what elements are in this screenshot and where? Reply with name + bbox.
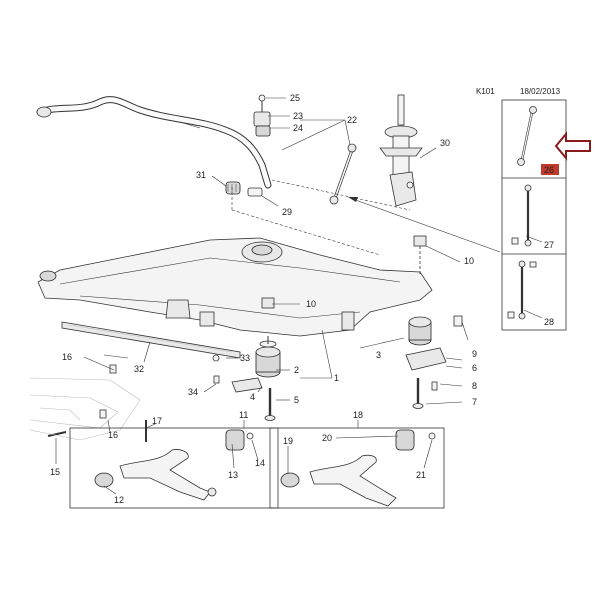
callout-7: 7 bbox=[472, 397, 477, 407]
callout-17: 17 bbox=[152, 416, 162, 426]
callout-25: 25 bbox=[290, 93, 300, 103]
callout-28: 28 bbox=[544, 317, 554, 327]
callout-3: 3 bbox=[376, 350, 381, 360]
highlight-arrow-icon bbox=[554, 131, 591, 161]
callout-29: 29 bbox=[282, 207, 292, 217]
callout-9: 9 bbox=[472, 349, 477, 359]
subframe-mount-center bbox=[261, 297, 275, 309]
callout-19: 19 bbox=[283, 436, 293, 446]
bolt-15 bbox=[47, 431, 67, 437]
callout-12: 12 bbox=[114, 495, 124, 505]
highlight-badge-label: 26 bbox=[544, 165, 554, 175]
callout-6: 6 bbox=[472, 363, 477, 373]
bracket-left bbox=[231, 377, 263, 393]
callout-numbers: 25 23 24 22 30 31 29 10 10 33 32 16 2 34… bbox=[50, 93, 554, 505]
nut-8 bbox=[431, 381, 438, 391]
diagram-date: 18/02/2013 bbox=[520, 87, 561, 96]
connector-line bbox=[349, 197, 501, 253]
stabilizer-bar bbox=[36, 96, 272, 189]
callout-31: 31 bbox=[196, 170, 206, 180]
callout-13: 13 bbox=[228, 470, 238, 480]
washer-33 bbox=[212, 354, 220, 362]
callout-5: 5 bbox=[294, 395, 299, 405]
control-arm-left-box bbox=[69, 427, 279, 509]
callout-30: 30 bbox=[440, 138, 450, 148]
nut-16a bbox=[109, 364, 117, 374]
callout-23: 23 bbox=[293, 111, 303, 121]
body-outline-ghost bbox=[29, 377, 141, 441]
callout-10-top: 10 bbox=[464, 256, 474, 266]
leader-lines bbox=[55, 97, 543, 495]
callout-33: 33 bbox=[240, 353, 250, 363]
nut-16b bbox=[99, 409, 107, 419]
callout-1: 1 bbox=[334, 373, 339, 383]
callout-34: 34 bbox=[188, 387, 198, 397]
callout-32: 32 bbox=[134, 364, 144, 374]
subframe-mount-right bbox=[413, 235, 427, 276]
callout-16-bottom: 16 bbox=[108, 430, 118, 440]
control-arm-left bbox=[94, 429, 254, 501]
callout-4: 4 bbox=[250, 392, 255, 402]
callout-20: 20 bbox=[322, 433, 332, 443]
stabilizer-bushing bbox=[225, 181, 263, 197]
subframe-bushing-left bbox=[255, 336, 281, 378]
highlight-badge bbox=[541, 164, 559, 175]
bolt-7 bbox=[412, 378, 424, 409]
strut-assembly bbox=[379, 94, 423, 207]
small-clip bbox=[453, 315, 463, 327]
callout-14: 14 bbox=[255, 458, 265, 468]
control-arm-right-box bbox=[269, 427, 445, 509]
callout-24: 24 bbox=[293, 123, 303, 133]
callout-10-center: 10 bbox=[306, 299, 316, 309]
callout-21: 21 bbox=[416, 470, 426, 480]
subframe bbox=[37, 237, 433, 337]
callout-11: 11 bbox=[239, 410, 248, 420]
callout-18: 18 bbox=[353, 410, 363, 420]
stabilizer-clamp bbox=[253, 94, 271, 137]
link-variants-panel bbox=[501, 99, 567, 331]
callout-2: 2 bbox=[294, 365, 299, 375]
callout-22: 22 bbox=[347, 115, 357, 125]
control-arm-right bbox=[280, 429, 436, 507]
nut-34 bbox=[213, 375, 220, 384]
bolt-5 bbox=[264, 388, 276, 421]
callout-8: 8 bbox=[472, 381, 477, 391]
callout-16-top: 16 bbox=[62, 352, 72, 362]
subframe-bushing-right bbox=[408, 316, 432, 346]
shield-strip bbox=[61, 321, 241, 359]
diagram-code: K101 bbox=[476, 87, 495, 96]
callout-27: 27 bbox=[544, 240, 554, 250]
callout-15: 15 bbox=[50, 467, 60, 477]
stabilizer-link-main bbox=[329, 143, 357, 205]
bracket-right bbox=[405, 347, 447, 371]
